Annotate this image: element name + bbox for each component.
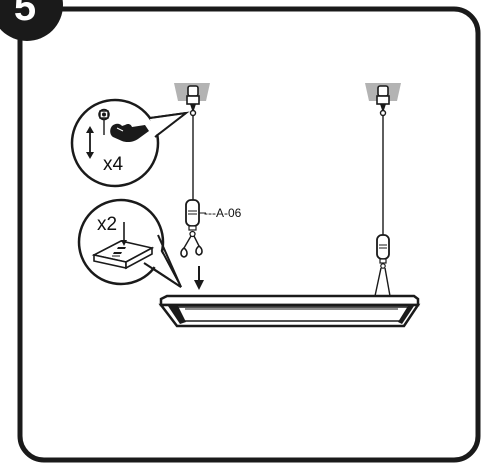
light-panel [158, 294, 421, 328]
right-cable-gripper [373, 234, 392, 301]
hand-press-icon [110, 123, 149, 143]
right-ceiling-anchor [376, 85, 390, 117]
step-badge: 5 [0, 0, 63, 41]
arrow-down-icon [194, 266, 204, 290]
left-cable-gripper [180, 199, 203, 258]
panel-fastener-quantity: x2 [97, 214, 117, 235]
left-ceiling-anchor [186, 85, 200, 117]
step-number: 5 [14, 0, 36, 29]
cable-gripper-label: ---A-06 [204, 206, 242, 220]
panel-fastener-callout: x2 [77, 198, 182, 288]
ceiling-anchor-callout: x4 [70, 98, 190, 188]
ceiling-anchor-quantity: x4 [103, 154, 124, 175]
up-down-arrow-icon [86, 126, 94, 159]
